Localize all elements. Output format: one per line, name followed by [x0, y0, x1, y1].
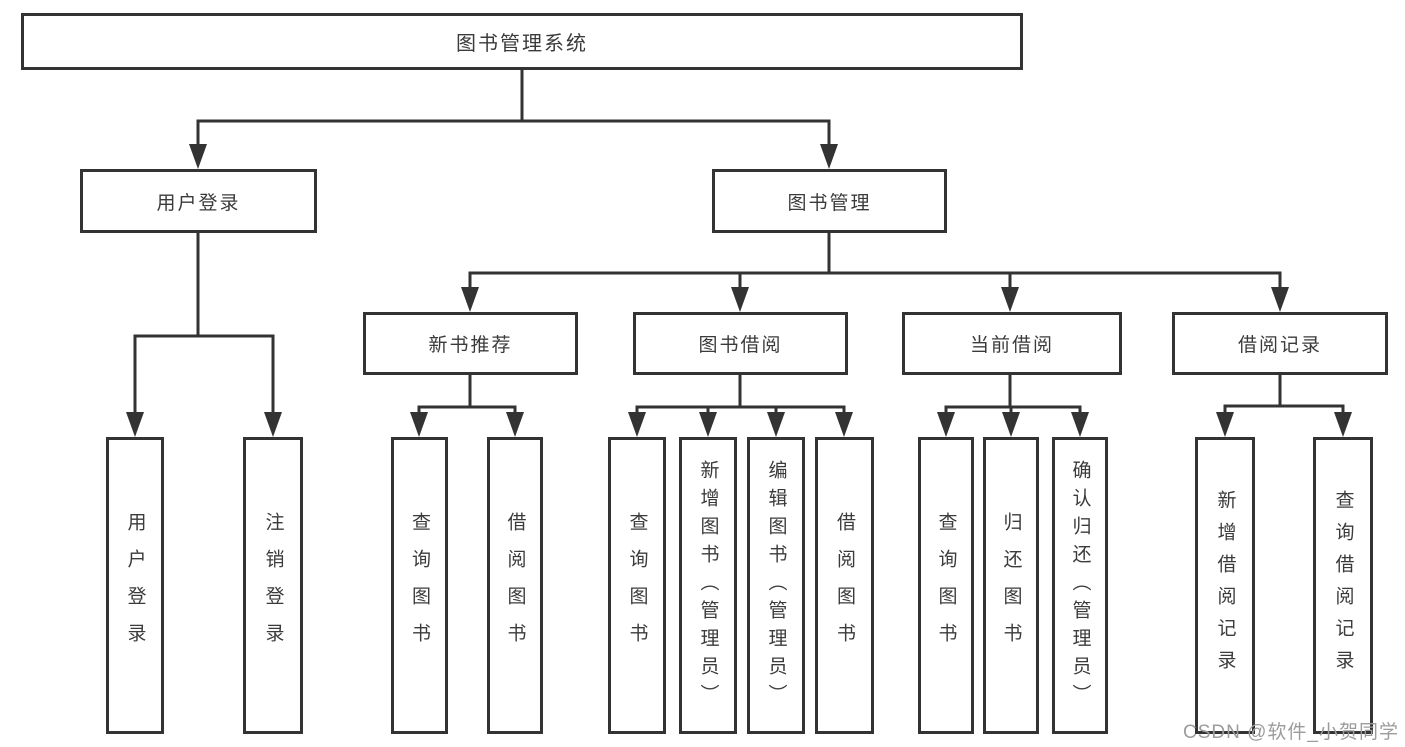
- node-current-borrowing: 当前借阅: [902, 312, 1122, 375]
- leaf-label: 用户登录: [124, 511, 146, 660]
- leaf-return-books: 归还图书: [983, 437, 1039, 734]
- arrowheads: [126, 144, 1352, 437]
- leaf-label: 新增借阅记录: [1214, 489, 1236, 682]
- node-user-login: 用户登录: [80, 169, 317, 233]
- leaf-borrow-books-2: 借阅图书: [815, 437, 874, 734]
- node-library-management-system: 图书管理系统: [21, 13, 1023, 70]
- leaf-query-books-1: 查询图书: [391, 437, 448, 734]
- leaf-query-borrow-record: 查询借阅记录: [1313, 437, 1373, 734]
- leaf-label: 借阅图书: [834, 511, 855, 660]
- leaf-label: 查询图书: [935, 511, 957, 660]
- leaf-query-books-3: 查询图书: [918, 437, 974, 734]
- leaf-label: 确认归还（管理员）: [1069, 459, 1091, 712]
- leaf-user-login: 用户登录: [106, 437, 164, 734]
- leaf-label: 注销登录: [262, 511, 284, 660]
- node-book-management: 图书管理: [712, 169, 947, 233]
- leaf-confirm-return-admin: 确认归还（管理员）: [1052, 437, 1108, 734]
- leaf-label: 查询借阅记录: [1332, 489, 1354, 682]
- leaf-logout: 注销登录: [243, 437, 303, 734]
- leaf-label: 编辑图书（管理员）: [765, 459, 787, 712]
- node-borrowing-records: 借阅记录: [1172, 312, 1388, 375]
- node-book-borrowing: 图书借阅: [633, 312, 848, 375]
- leaf-edit-books-admin: 编辑图书（管理员）: [747, 437, 805, 734]
- leaf-borrow-books-1: 借阅图书: [487, 437, 543, 734]
- node-new-book-recommend: 新书推荐: [363, 312, 578, 375]
- leaf-label: 查询图书: [626, 511, 648, 660]
- leaf-add-books-admin: 新增图书（管理员）: [679, 437, 737, 734]
- leaf-label: 借阅图书: [504, 511, 526, 660]
- leaf-query-books-2: 查询图书: [608, 437, 666, 734]
- leaf-label: 查询图书: [409, 511, 430, 660]
- leaf-add-borrow-record: 新增借阅记录: [1195, 437, 1255, 734]
- leaf-label: 归还图书: [1000, 511, 1022, 660]
- leaf-label: 新增图书（管理员）: [697, 459, 719, 712]
